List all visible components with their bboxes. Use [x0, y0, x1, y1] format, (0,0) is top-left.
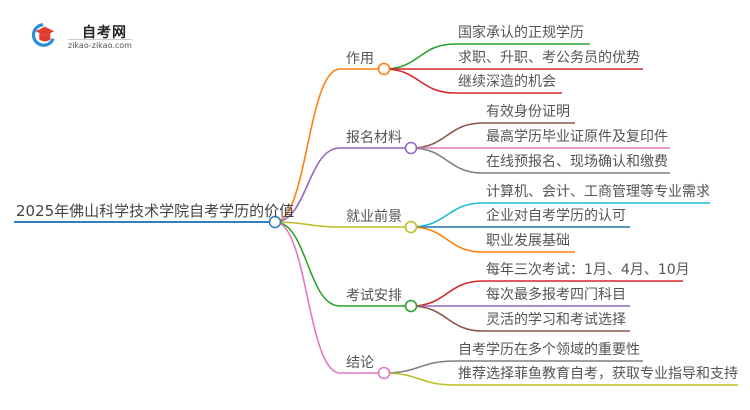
branch-topic: 结论 [346, 355, 374, 371]
leaf-connector [383, 372, 456, 386]
leaf-connector [410, 122, 484, 149]
branch-connector [274, 221, 341, 228]
leaf-connector [410, 147, 484, 174]
branch-node-circle[interactable] [404, 141, 418, 155]
leaf-connector [410, 226, 484, 253]
branch-topic: 考试安排 [346, 288, 402, 304]
leaf-topic: 国家承认的正规学历 [458, 25, 584, 41]
leaf-topic: 自考学历在多个领域的重要性 [458, 342, 640, 358]
leaf-topic: 求职、升职、考公务员的优势 [458, 50, 640, 66]
leaf-topic: 最高学历毕业证原件及复印件 [486, 129, 668, 145]
leaf-topic: 灵活的学习和考试选择 [486, 312, 626, 328]
leaf-connector [410, 305, 484, 332]
branch-topic: 作用 [346, 51, 374, 67]
leaf-topic: 有效身份证明 [486, 104, 570, 120]
leaf-connector [383, 43, 456, 70]
branch-topic: 就业前景 [346, 209, 402, 225]
branch-connector [274, 147, 341, 223]
branch-node-circle[interactable] [404, 220, 418, 234]
root-topic: 2025年佛山科学技术学院自考学历的价值 [16, 202, 295, 220]
branch-connector [274, 221, 341, 374]
leaf-topic: 推荐选择菲鱼教育自考，获取专业指导和支持 [458, 366, 738, 382]
leaf-connector [410, 202, 484, 228]
leaf-connector [410, 280, 484, 307]
branch-connector [274, 68, 341, 223]
leaf-topic: 计算机、会计、工商管理等专业需求 [486, 184, 710, 200]
branch-node-circle[interactable] [404, 299, 418, 313]
root-node-circle[interactable] [268, 215, 282, 229]
leaf-topic: 每次最多报考四门科目 [486, 287, 626, 303]
branch-connector [274, 221, 341, 307]
branch-node-circle[interactable] [377, 62, 391, 76]
branch-node-circle[interactable] [377, 366, 391, 380]
leaf-connector [383, 68, 456, 94]
leaf-topic: 在线预报名、现场确认和缴费 [486, 154, 668, 170]
branch-topic: 报名材料 [346, 130, 402, 146]
logo-title: 自考网 [82, 25, 127, 41]
graduation-cap-icon [31, 23, 55, 47]
leaf-connector [383, 360, 456, 374]
logo-url: zikao-zikao.com [68, 39, 132, 50]
leaf-topic: 职业发展基础 [486, 233, 570, 249]
leaf-topic: 企业对自考学历的认可 [486, 208, 626, 224]
logo: 自考网 zikao-zikao.com [30, 22, 170, 52]
leaf-topic: 继续深造的机会 [458, 74, 556, 90]
leaf-topic: 每年三次考试：1月、4月、10月 [486, 262, 690, 278]
